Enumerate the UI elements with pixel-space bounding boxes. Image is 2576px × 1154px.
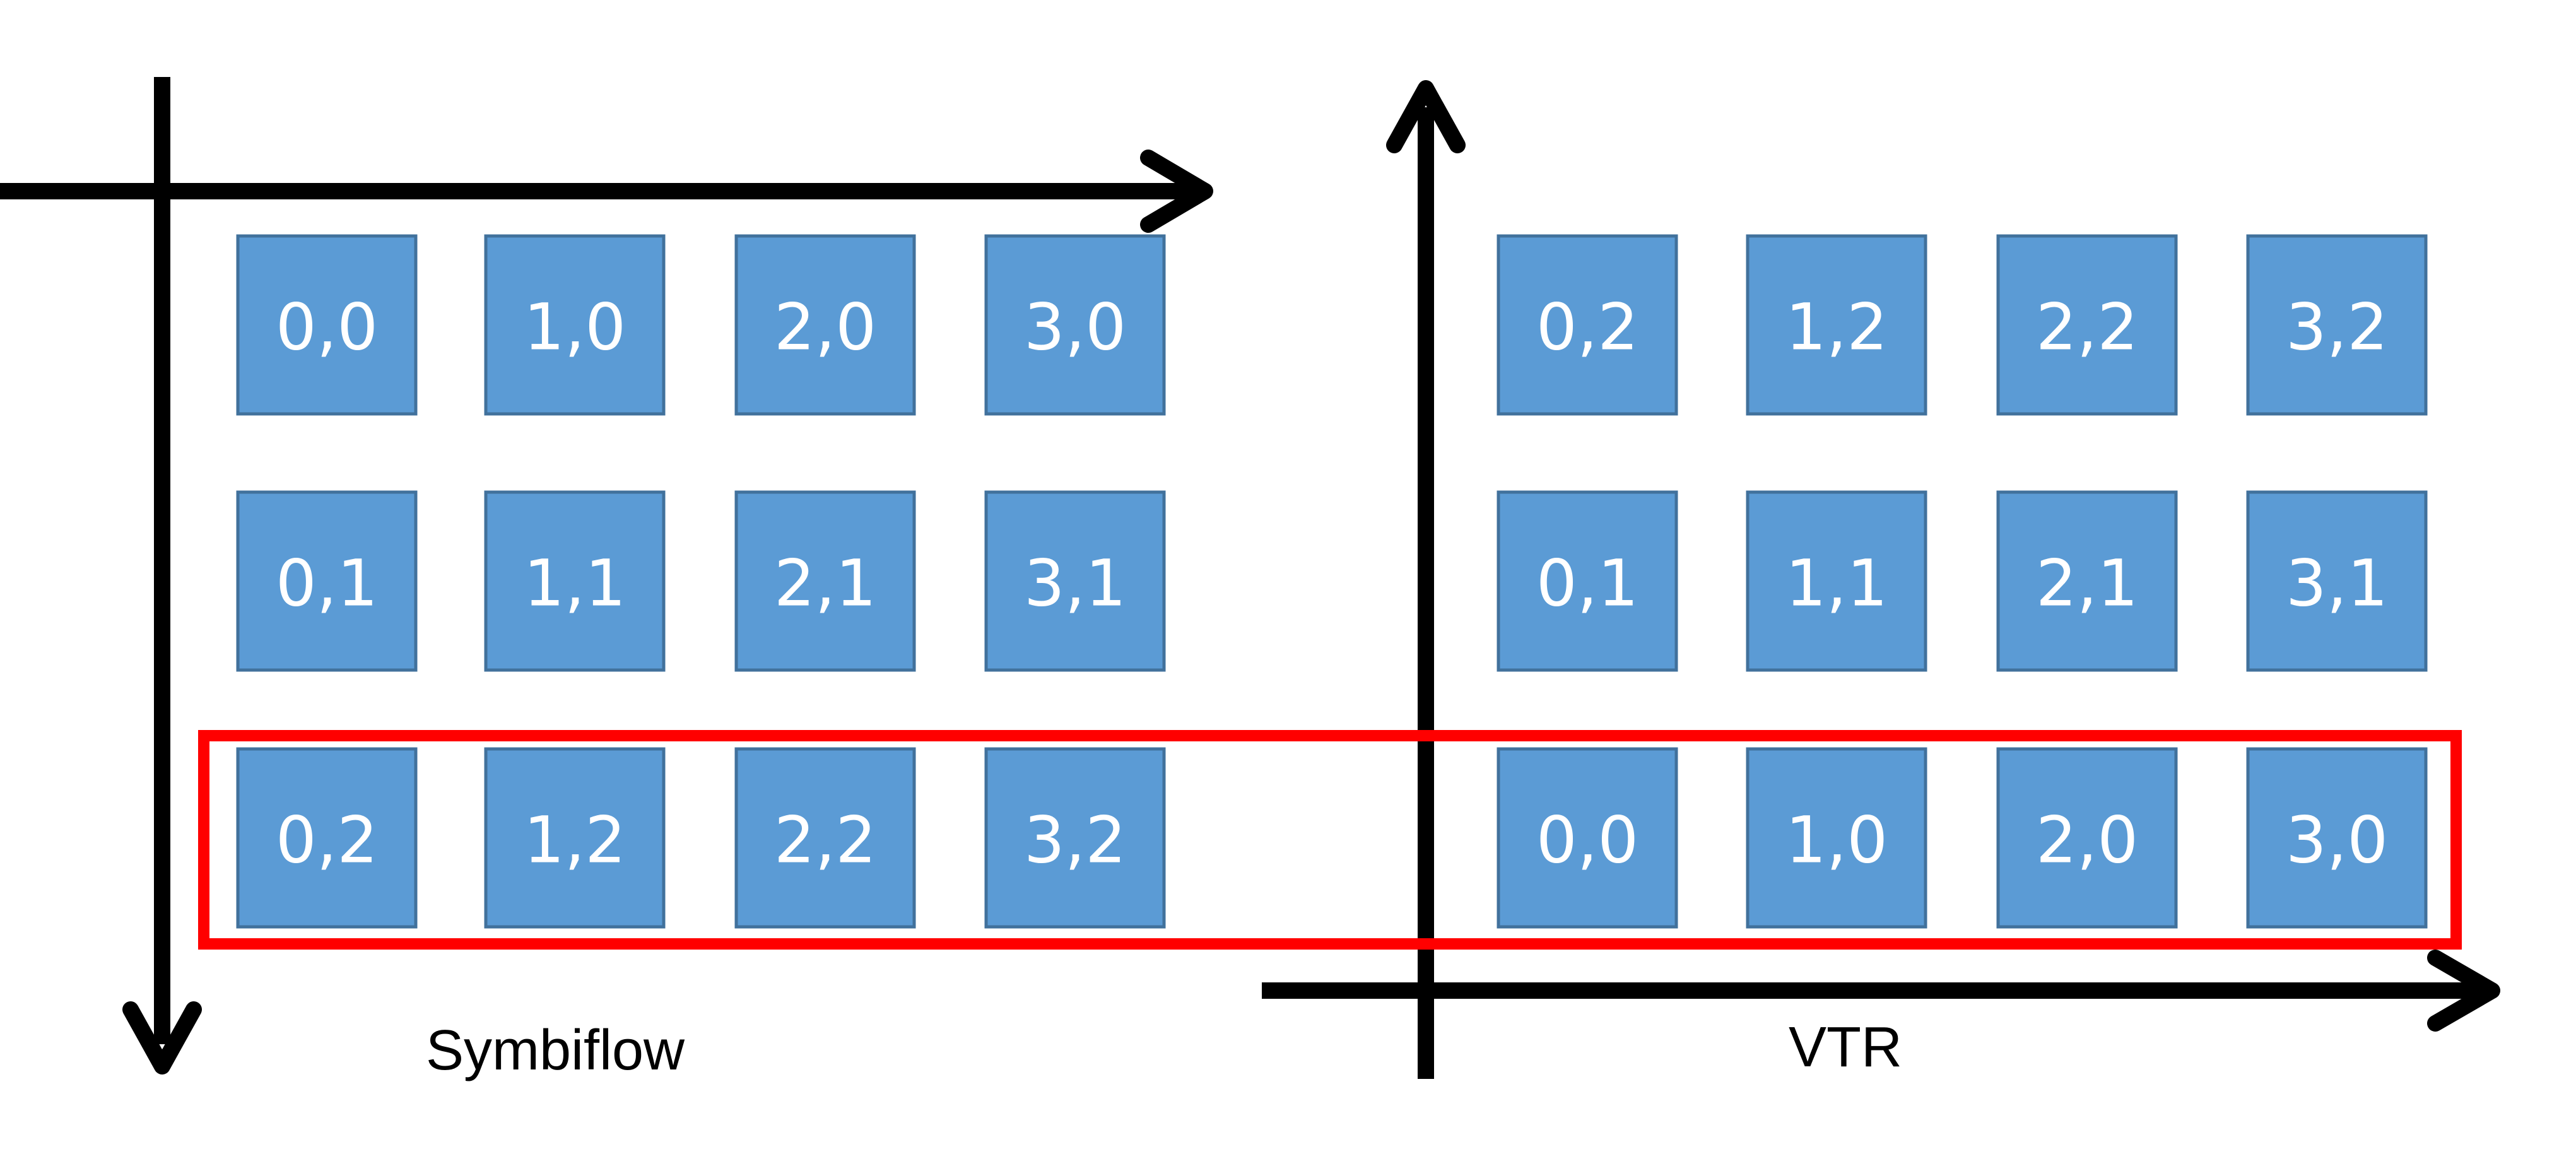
- vtr-tile: 0,1: [1497, 490, 1678, 672]
- symbiflow-label: Symbiflow: [426, 1019, 685, 1082]
- tile-box: [1996, 490, 2178, 672]
- tile-box: [1746, 490, 1927, 672]
- vtr-tile: 2,2: [1996, 234, 2178, 416]
- tile-coordinate-label: 0,2: [1536, 290, 1638, 365]
- tile-coordinate-label: 3,0: [2286, 803, 2388, 878]
- vtr-tile: 1,0: [1746, 747, 1927, 929]
- symbiflow-tile: 1,0: [484, 234, 666, 416]
- tile-box: [1746, 747, 1927, 929]
- tile-box: [484, 490, 666, 672]
- tile-box: [2246, 234, 2428, 416]
- vtr-tile: 2,0: [1996, 747, 2178, 929]
- tile-box: [734, 747, 916, 929]
- tile-coordinate-label: 0,1: [276, 546, 378, 621]
- symbiflow-tile: 2,1: [734, 490, 916, 672]
- tile-box: [1497, 490, 1678, 672]
- tile-box: [984, 490, 1166, 672]
- vtr-label: VTR: [1789, 1016, 1902, 1079]
- tile-box: [484, 234, 666, 416]
- symbiflow-tile: 0,2: [236, 747, 418, 929]
- tile-coordinate-label: 2,1: [2036, 546, 2138, 621]
- tile-box: [1996, 234, 2178, 416]
- tile-coordinate-label: 2,0: [2036, 803, 2138, 878]
- tile-box: [2246, 747, 2428, 929]
- tile-box: [1746, 234, 1927, 416]
- tile-coordinate-label: 3,1: [1024, 546, 1126, 621]
- vtr-tile: 3,0: [2246, 747, 2428, 929]
- tile-box: [484, 747, 666, 929]
- tile-coordinate-label: 0,0: [276, 290, 378, 365]
- tile-box: [984, 234, 1166, 416]
- symbiflow-tile: 3,1: [984, 490, 1166, 672]
- symbiflow-tile: 1,2: [484, 747, 666, 929]
- tile-coordinate-label: 1,2: [1785, 290, 1888, 365]
- tile-coordinate-label: 1,2: [524, 803, 626, 878]
- tile-box: [1497, 234, 1678, 416]
- vtr-tile: 0,0: [1497, 747, 1678, 929]
- symbiflow-tile: 0,1: [236, 490, 418, 672]
- symbiflow-y-arrow-icon: [122, 1001, 202, 1075]
- symbiflow-tile: 1,1: [484, 490, 666, 672]
- tile-box: [1497, 747, 1678, 929]
- vtr-tile: 3,2: [2246, 234, 2428, 416]
- tile-box: [1996, 747, 2178, 929]
- tile-coordinate-label: 2,2: [2036, 290, 2138, 365]
- tile-coordinate-label: 3,2: [2286, 290, 2388, 365]
- tile-box: [734, 490, 916, 672]
- tile-box: [984, 747, 1166, 929]
- tile-coordinate-label: 0,2: [276, 803, 378, 878]
- vtr-tile: 0,2: [1497, 234, 1678, 416]
- tile-coordinate-label: 2,1: [774, 546, 876, 621]
- vtr-tile: 1,1: [1746, 490, 1927, 672]
- symbiflow-tile: 2,2: [734, 747, 916, 929]
- tile-box: [734, 234, 916, 416]
- tile-coordinate-label: 1,0: [1785, 803, 1888, 878]
- tile-coordinate-label: 2,2: [774, 803, 876, 878]
- vtr-tile-grid: 0,2 1,2 2,2 3,2 0,1 1,1 2,1 3,1 0,0 1,0 2,0 3,0: [1497, 234, 2428, 929]
- symbiflow-tile: 0,0: [236, 234, 418, 416]
- tile-coordinate-label: 0,0: [1536, 803, 1638, 878]
- matching-row-highlight: [198, 730, 2462, 950]
- tile-coordinate-label: 0,1: [1536, 546, 1638, 621]
- tile-coordinate-label: 2,0: [774, 290, 876, 365]
- symbiflow-tile: 3,2: [984, 747, 1166, 929]
- vtr-tile: 3,1: [2246, 490, 2428, 672]
- vtr-tile: 1,2: [1746, 234, 1927, 416]
- tile-coordinate-label: 1,1: [1785, 546, 1888, 621]
- symbiflow-axes: [0, 77, 1213, 1075]
- vtr-y-arrow-icon: [1386, 80, 1466, 153]
- symbiflow-tile-grid: 0,0 1,0 2,0 3,0 0,1 1,1 2,1 3,1 0,2 1,2 2,2 3,2: [236, 234, 1166, 929]
- tile-coordinate-label: 3,1: [2286, 546, 2388, 621]
- symbiflow-x-arrow-icon: [1140, 150, 1213, 233]
- vtr-x-arrow-icon: [2427, 950, 2500, 1032]
- vtr-tile: 2,1: [1996, 490, 2178, 672]
- vtr-axes: [1262, 80, 2500, 1079]
- tile-box: [2246, 490, 2428, 672]
- tile-box: [236, 234, 418, 416]
- tile-coordinate-label: 3,2: [1024, 803, 1126, 878]
- tile-box: [236, 490, 418, 672]
- tile-box: [236, 747, 418, 929]
- tile-coordinate-label: 1,1: [524, 546, 626, 621]
- tile-coordinate-label: 1,0: [524, 290, 626, 365]
- symbiflow-tile: 2,0: [734, 234, 916, 416]
- tile-coordinate-label: 3,0: [1024, 290, 1126, 365]
- symbiflow-tile: 3,0: [984, 234, 1166, 416]
